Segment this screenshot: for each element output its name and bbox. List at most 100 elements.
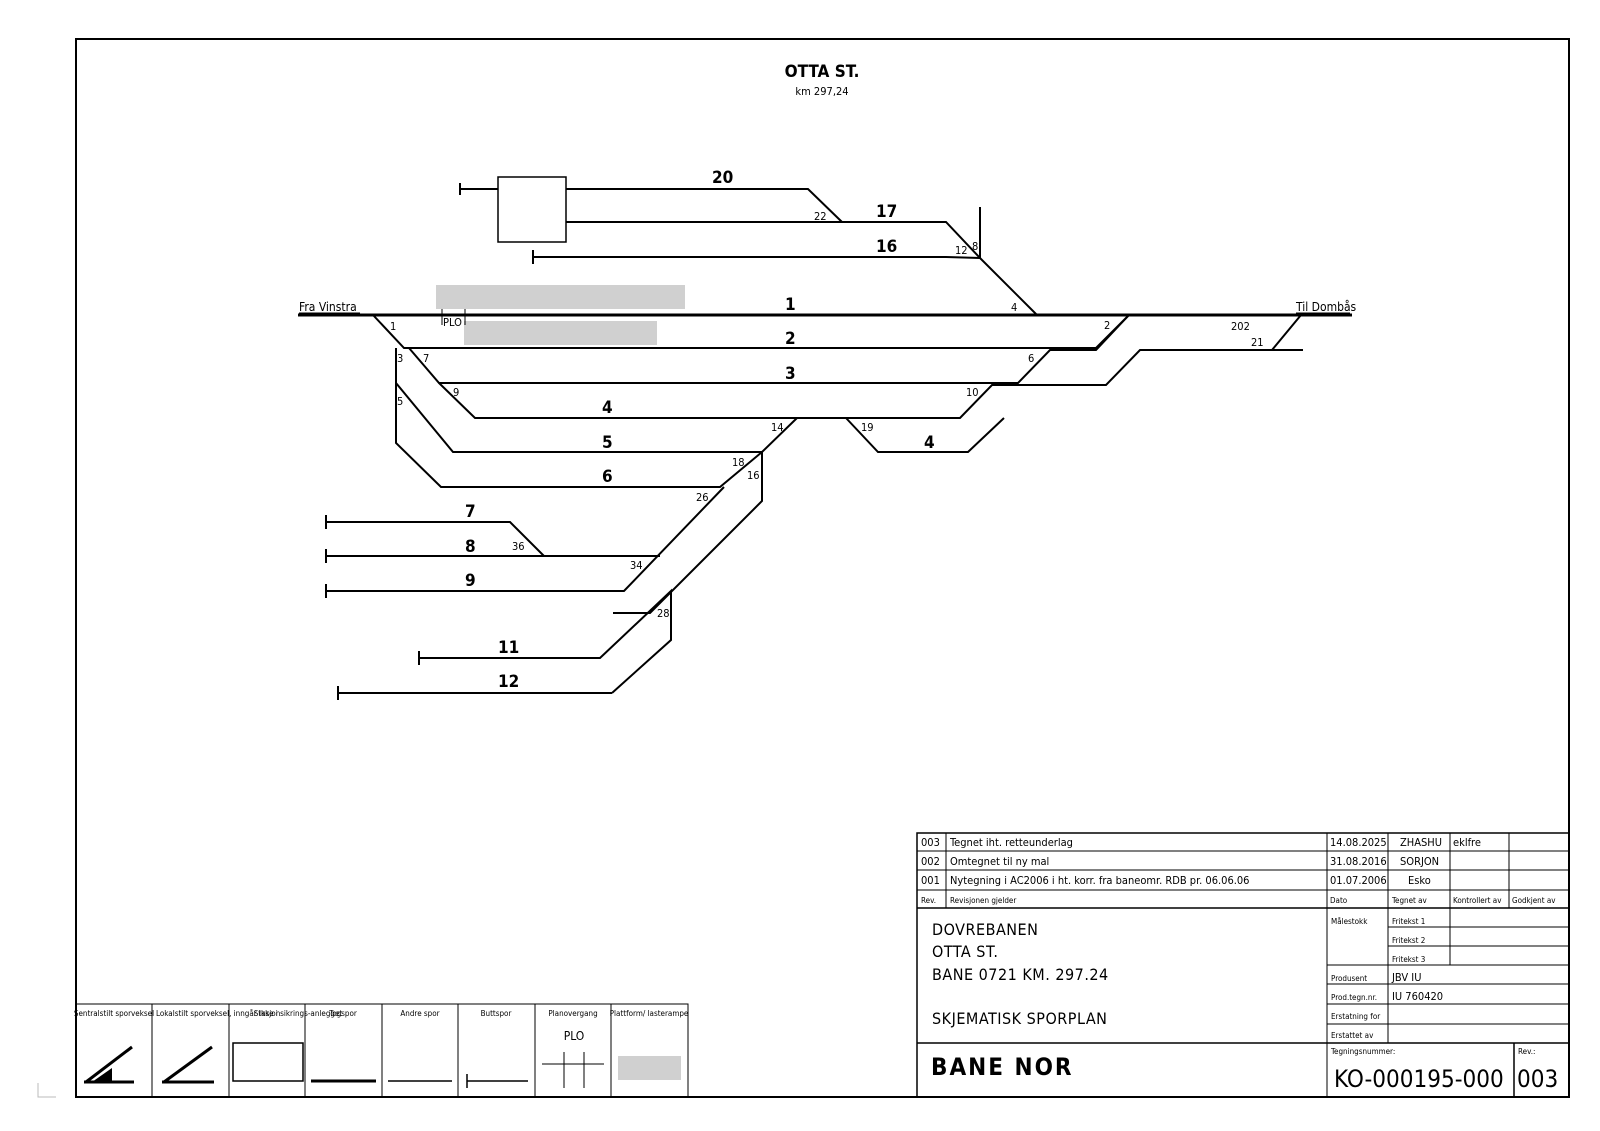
legend-sentralstilt: Sentralstilt sporveksel bbox=[74, 1009, 154, 1018]
title-fields: Målestokk Fritekst 1 Fritekst 2 Fritekst… bbox=[1330, 916, 1558, 1093]
legend-andre-spor: Andre spor bbox=[400, 1009, 439, 1018]
switch-19: 19 bbox=[861, 421, 874, 434]
track-label-4b: 4 bbox=[924, 433, 935, 453]
legend-station-symbol bbox=[233, 1043, 303, 1081]
switch-3: 3 bbox=[397, 352, 403, 365]
track-5-branch bbox=[396, 348, 797, 452]
legend-central-switch-symbol bbox=[84, 1047, 134, 1082]
switch-14: 14 bbox=[771, 421, 784, 434]
switch-9: 9 bbox=[453, 386, 459, 399]
tracks bbox=[298, 177, 1352, 700]
switch-26: 26 bbox=[696, 491, 709, 504]
rev-header-drawn: Tegnet av bbox=[1391, 896, 1428, 905]
track-6 bbox=[396, 383, 762, 487]
rev-header-rev: Rev. bbox=[921, 896, 936, 905]
title-line2: OTTA ST. bbox=[932, 942, 998, 961]
switch-21: 21 bbox=[1251, 336, 1264, 349]
legend-togspor: Togspor bbox=[328, 1009, 357, 1018]
switch-10: 10 bbox=[966, 386, 979, 399]
platform-2 bbox=[464, 321, 657, 345]
legend-planovergang: Planovergang bbox=[548, 1009, 597, 1018]
drawing-title: DOVREBANEN OTTA ST. BANE 0721 KM. 297.24… bbox=[932, 920, 1109, 1028]
track-label-11: 11 bbox=[498, 638, 519, 658]
legend: Sentralstilt sporveksel Lokalstilt sporv… bbox=[74, 1004, 689, 1097]
rev-003-no: 003 bbox=[921, 836, 940, 849]
legend-planovergang-symbol bbox=[542, 1052, 604, 1088]
level-crossing bbox=[442, 309, 465, 325]
track-11 bbox=[419, 591, 671, 693]
svg-text:Lokalstilt sporveksel, inngår: Lokalstilt sporveksel, inngår ikke i sik… bbox=[156, 1008, 342, 1018]
rev-002-no: 002 bbox=[921, 855, 940, 868]
title-line4: SKJEMATISK SPORPLAN bbox=[932, 1009, 1107, 1028]
rev-header-date: Dato bbox=[1330, 896, 1348, 905]
station-title: OTTA ST. bbox=[785, 62, 860, 82]
switch-18: 18 bbox=[732, 456, 745, 469]
rev-003-checked: eklfre bbox=[1453, 836, 1481, 849]
switch-28: 28 bbox=[657, 607, 670, 620]
field-produsent-label: Produsent bbox=[1331, 974, 1367, 983]
track-label-4a: 4 bbox=[602, 398, 613, 418]
svg-text:BANE NOR: BANE NOR bbox=[931, 1053, 1074, 1081]
track-label-12: 12 bbox=[498, 672, 519, 692]
field-rev-label: Rev.: bbox=[1518, 1047, 1535, 1056]
field-tegningsnr: KO-000195-000 bbox=[1334, 1065, 1504, 1093]
station-building bbox=[498, 177, 566, 242]
rev-002-date: 31.08.2016 bbox=[1330, 855, 1387, 868]
switch-34: 34 bbox=[630, 559, 643, 572]
switch-8: 8 bbox=[972, 240, 978, 253]
rev-003-drawn: ZHASHU bbox=[1400, 836, 1442, 849]
switch-2: 2 bbox=[1104, 319, 1110, 332]
field-erstatning: Erstatning for bbox=[1331, 1012, 1380, 1021]
track-label-20: 20 bbox=[712, 168, 733, 188]
rev-002-text: Omtegnet til ny mal bbox=[950, 855, 1049, 868]
rev-header-text: Revisjonen gjelder bbox=[950, 896, 1016, 905]
track-label-2: 2 bbox=[785, 329, 796, 349]
switch-12: 12 bbox=[955, 244, 968, 257]
rev-001-date: 01.07.2006 bbox=[1330, 874, 1387, 887]
track-label-1: 1 bbox=[785, 295, 796, 315]
rev-001-no: 001 bbox=[921, 874, 940, 887]
track-20 bbox=[566, 189, 842, 222]
station-km: km 297,24 bbox=[795, 85, 848, 98]
level-crossing-label: PLO bbox=[443, 316, 462, 329]
switch-22: 22 bbox=[814, 210, 827, 223]
field-malestokk: Målestokk bbox=[1331, 916, 1368, 926]
field-produsent: JBV IU bbox=[1391, 971, 1421, 984]
field-fritekst2: Fritekst 2 bbox=[1392, 936, 1425, 945]
switch-labels: 1 3 7 9 5 14 18 16 26 36 34 28 22 12 8 4… bbox=[390, 210, 1264, 620]
track-16-lead bbox=[613, 452, 762, 613]
title-block bbox=[917, 833, 1569, 1097]
track-label-9: 9 bbox=[465, 571, 476, 591]
rev-001-text: Nytegning i AC2006 i ht. korr. fra baneo… bbox=[950, 874, 1249, 887]
rev-001-drawn: Esko bbox=[1408, 874, 1431, 887]
switch-6: 6 bbox=[1028, 352, 1034, 365]
track-label-16: 16 bbox=[876, 237, 897, 257]
platform-1 bbox=[436, 285, 685, 309]
field-prodtegn-label: Prod.tegn.nr. bbox=[1331, 993, 1377, 1002]
track-label-5: 5 bbox=[602, 433, 613, 453]
field-fritekst3: Fritekst 3 bbox=[1392, 955, 1425, 964]
track-label-3: 3 bbox=[785, 364, 796, 384]
field-tegningsnr-label: Tegningsnummer: bbox=[1330, 1047, 1395, 1056]
rev-002-drawn: SORJON bbox=[1400, 855, 1439, 868]
legend-buttspor: Buttspor bbox=[481, 1009, 512, 1018]
track-labels: 20 17 16 1 2 3 4 4 5 6 7 8 9 11 12 bbox=[465, 168, 935, 692]
track-4-right bbox=[846, 418, 1004, 452]
field-prodtegn: IU 760420 bbox=[1392, 990, 1443, 1003]
track-17 bbox=[566, 222, 980, 258]
track-label-17: 17 bbox=[876, 202, 897, 222]
track-label-8: 8 bbox=[465, 537, 476, 557]
direction-left: Fra Vinstra bbox=[299, 300, 357, 314]
drawing-frame bbox=[76, 39, 1569, 1097]
revision-table: 003 Tegnet iht. retteunderlag 14.08.2025… bbox=[921, 836, 1556, 905]
svg-text:Sentralstilt sporveksel: Sentralstilt sporveksel bbox=[74, 1009, 154, 1018]
legend-stasjon: Stasjon bbox=[254, 1009, 281, 1018]
field-rev: 003 bbox=[1517, 1065, 1558, 1093]
legend-buttspor-symbol bbox=[467, 1074, 528, 1088]
switch-5: 5 bbox=[397, 395, 403, 408]
direction-right: Til Dombås bbox=[1295, 300, 1357, 314]
title-line3: BANE 0721 KM. 297.24 bbox=[932, 965, 1109, 984]
title-line1: DOVREBANEN bbox=[932, 920, 1038, 939]
rev-003-text: Tegnet iht. retteunderlag bbox=[949, 836, 1073, 849]
track-label-6: 6 bbox=[602, 467, 613, 487]
